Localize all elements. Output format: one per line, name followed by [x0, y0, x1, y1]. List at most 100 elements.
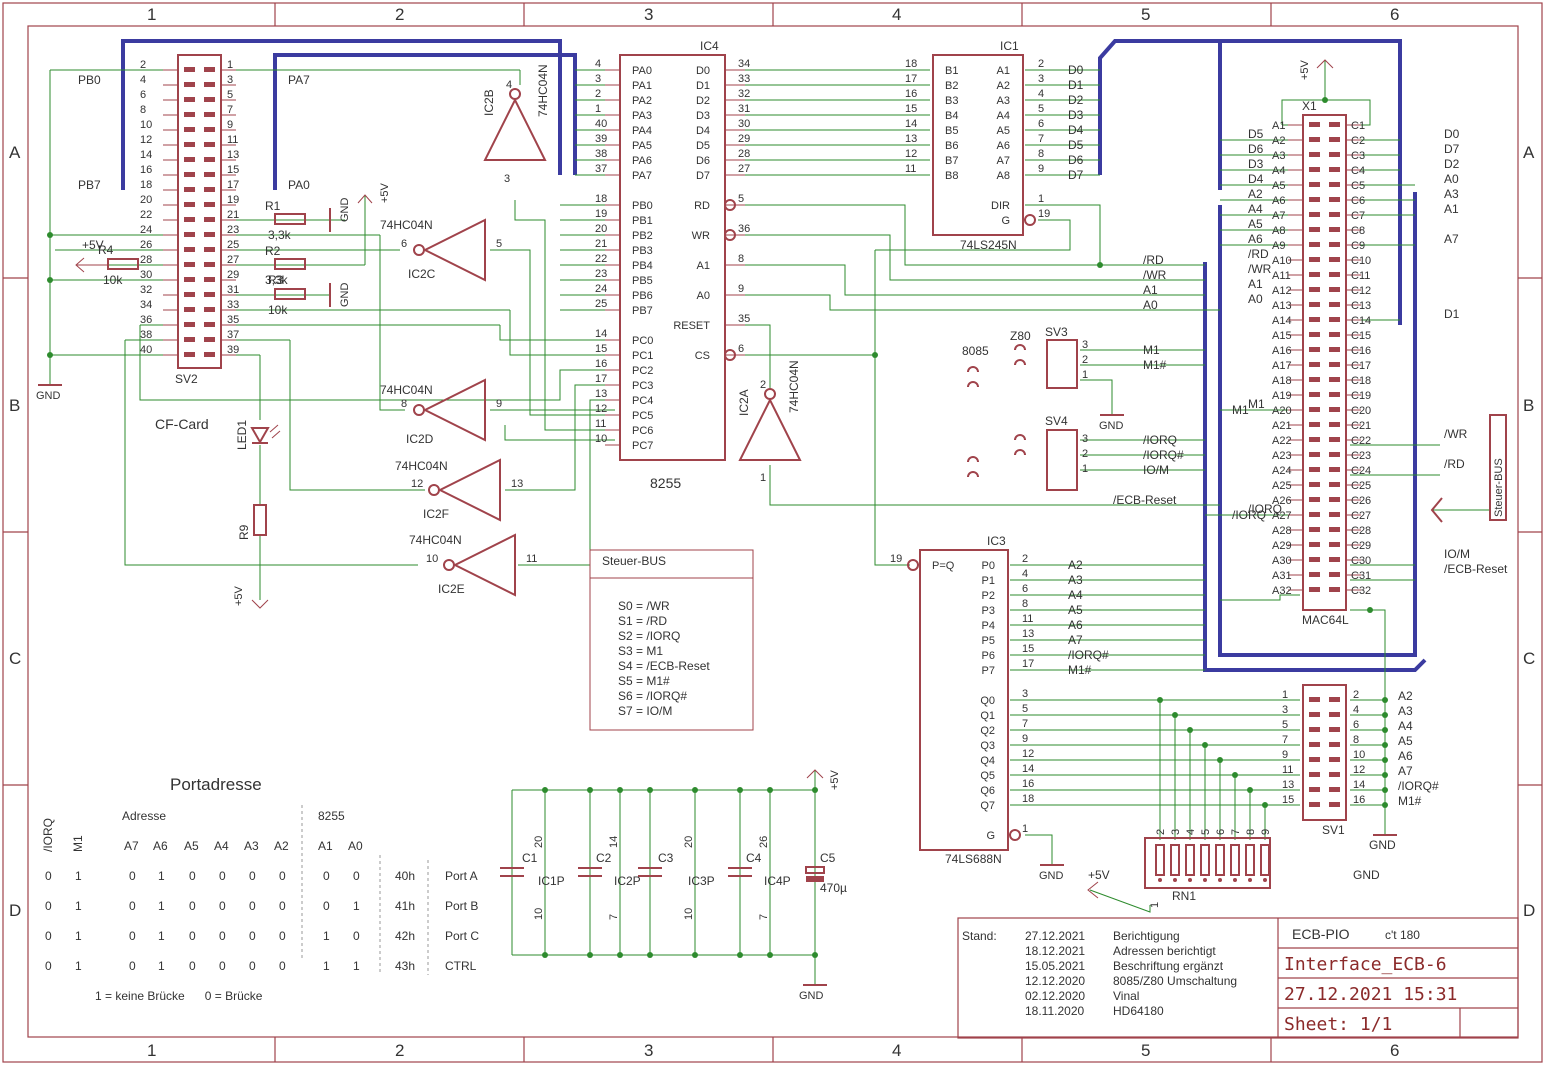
- x1-pad-a: [1309, 437, 1320, 442]
- x1-pad-c: [1329, 272, 1340, 277]
- ic4-pin-label: PA4: [632, 125, 652, 137]
- ic4-pin-num: 1: [595, 103, 601, 115]
- steuer-line: S0 = /WR: [618, 599, 670, 613]
- r1-value: 3,3k: [268, 228, 292, 242]
- x1-pin-a-label: A14: [1272, 315, 1292, 327]
- sv2-pin-num-left: 4: [140, 74, 146, 86]
- ic2d-out-pin: 8: [401, 398, 407, 410]
- ic1-pin-num: 5: [1038, 103, 1044, 115]
- x1-pad-c: [1329, 422, 1340, 427]
- sv2-pin-pad: [184, 322, 195, 327]
- sv2-pin-num-left: 14: [140, 149, 152, 161]
- x1-pin-c-label: C24: [1351, 465, 1371, 477]
- ic1-net-label: D7: [1068, 168, 1084, 182]
- sv2-pin-num-left: 10: [140, 119, 152, 131]
- port-header: A6: [153, 839, 168, 853]
- sv2-pin-num-right: 17: [227, 179, 239, 191]
- rn1-common-dot: [1263, 878, 1267, 882]
- x1-pad-a: [1309, 347, 1320, 352]
- rn1-pin-num: 3: [1170, 829, 1182, 835]
- ic1-pin-label: B7: [945, 155, 958, 167]
- ic1-dir-label: DIR: [991, 200, 1010, 212]
- ic4-pin-label: A1: [697, 260, 710, 272]
- ic1-pin-num: 18: [905, 58, 917, 70]
- port-bit: 0: [129, 899, 136, 913]
- rn1-pin-num: 8: [1245, 829, 1257, 835]
- column-label-top: 4: [892, 5, 901, 24]
- x1-pad-c: [1329, 317, 1340, 322]
- ic4p-gnd-pin: 7: [758, 914, 770, 920]
- sv3-pin3: 3: [1082, 339, 1088, 351]
- ic4-8255: 4PA03PA12PA21PA340PA439PA538PA637PA718PB…: [595, 39, 750, 491]
- x1-left-net: A1: [1248, 277, 1263, 291]
- port-table-group-8255: 8255: [318, 809, 345, 823]
- ic1-net-label: D3: [1068, 108, 1084, 122]
- ic4-pin-label: PC0: [632, 335, 653, 347]
- ic1-pin-num: 3: [1038, 73, 1044, 85]
- ic1-pin-label: A7: [997, 155, 1010, 167]
- x1-right-net: A0: [1444, 172, 1459, 186]
- x1-pin-a-label: A16: [1272, 345, 1292, 357]
- ic2p-gnd-pin: 7: [608, 914, 620, 920]
- x1-pin-c-label: C30: [1351, 555, 1371, 567]
- port-name: Port C: [445, 929, 479, 943]
- ic2p-label: IC2P: [614, 874, 641, 888]
- c5-value: 470µ: [820, 881, 847, 895]
- x1-pin-c-label: C32: [1351, 585, 1371, 597]
- x1-pin-a-label: A1: [1272, 120, 1285, 132]
- x1-pad-a: [1309, 212, 1320, 217]
- x1-left-net: /RD: [1248, 247, 1269, 261]
- x1-pad-a: [1309, 557, 1320, 562]
- sv2-pin-num-right: 27: [227, 254, 239, 266]
- sv2-pin-num-right: 11: [227, 134, 238, 146]
- sv2-pin-pad: [204, 277, 215, 282]
- sv2-pin-pad: [204, 337, 215, 342]
- ic2c-in-pin: 5: [496, 238, 502, 250]
- sv2-pin-pad: [204, 322, 215, 327]
- x1-pad-a: [1309, 272, 1320, 277]
- steuer-bus-tag: Steuer-BUS: [1430, 414, 1507, 523]
- ic4-pin-num: 13: [595, 388, 607, 400]
- net-label-pb0: PB0: [78, 73, 101, 87]
- x1-pin-c-label: C10: [1351, 255, 1371, 267]
- ic1-pin-label: B5: [945, 125, 958, 137]
- sv1-pin-right: 16: [1353, 794, 1365, 806]
- sv2-pin-pad: [184, 217, 195, 222]
- sv2-pin-pad: [184, 292, 195, 297]
- ic2e-value: 74HC04N: [409, 533, 462, 547]
- steuer-line: S7 = IO/M: [618, 704, 672, 718]
- row-label-left: A: [9, 143, 21, 162]
- ic3-p-net: A3: [1068, 573, 1083, 587]
- ic4-pin-num: 21: [595, 238, 607, 250]
- row-label-right: D: [1523, 901, 1535, 920]
- x1-pad-c: [1329, 437, 1340, 442]
- inverter-ic2b: IC2B 74HC04N 4 3: [482, 64, 550, 185]
- sv2-pin-pad: [204, 157, 215, 162]
- x1-pin-a-label: A12: [1272, 285, 1292, 297]
- x1-pin-c-label: C16: [1351, 345, 1371, 357]
- history-text: Adressen berichtigt: [1113, 944, 1216, 958]
- x1-pad-c: [1329, 557, 1340, 562]
- ic1-pin-label: A1: [997, 65, 1010, 77]
- sv2-pin-num-left: 20: [140, 194, 152, 206]
- sv2-pin-pad: [204, 112, 215, 117]
- ic1-pin-num: 4: [1038, 88, 1044, 100]
- column-label-bottom: 4: [892, 1041, 901, 1060]
- x1-pad-c: [1329, 377, 1340, 382]
- port-table-title: Portadresse: [170, 775, 262, 794]
- sv4-pin1: 1: [1082, 463, 1088, 475]
- history-date: 18.11.2020: [1025, 1004, 1084, 1018]
- sv1-pin-left: 11: [1282, 764, 1293, 776]
- net-label-pa0: PA0: [288, 178, 310, 192]
- ic4-pin-label: PC4: [632, 395, 653, 407]
- port-bit: 0: [45, 959, 52, 973]
- sv1-pin-left: 1: [1282, 689, 1288, 701]
- x1-pad-c: [1329, 287, 1340, 292]
- net-label-pa7: PA7: [288, 73, 310, 87]
- x1-pin-a-label: A6: [1272, 195, 1285, 207]
- jumper-z80: Z80: [1010, 329, 1031, 343]
- ic3-g-num: 1: [1022, 823, 1028, 835]
- resistor-r4: R4 10k +5V: [75, 238, 139, 287]
